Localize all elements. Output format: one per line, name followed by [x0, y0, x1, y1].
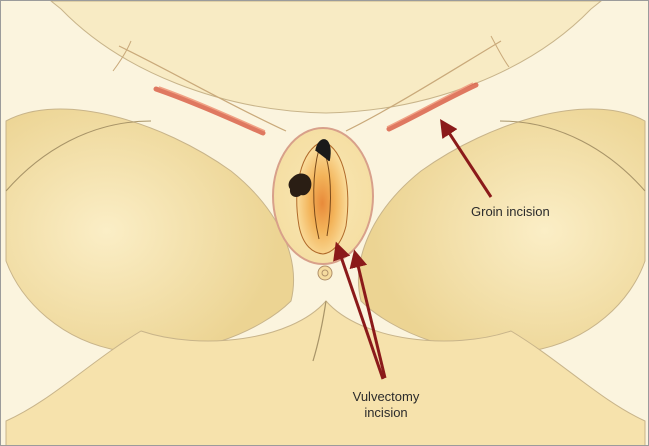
vulvectomy-incision-label: Vulvectomy incision [331, 389, 441, 421]
vulvectomy-label-line-1: Vulvectomy [331, 389, 441, 405]
anus [318, 266, 332, 280]
groin-incision-label: Groin incision [471, 204, 571, 220]
vulvectomy-label-line-2: incision [331, 405, 441, 421]
